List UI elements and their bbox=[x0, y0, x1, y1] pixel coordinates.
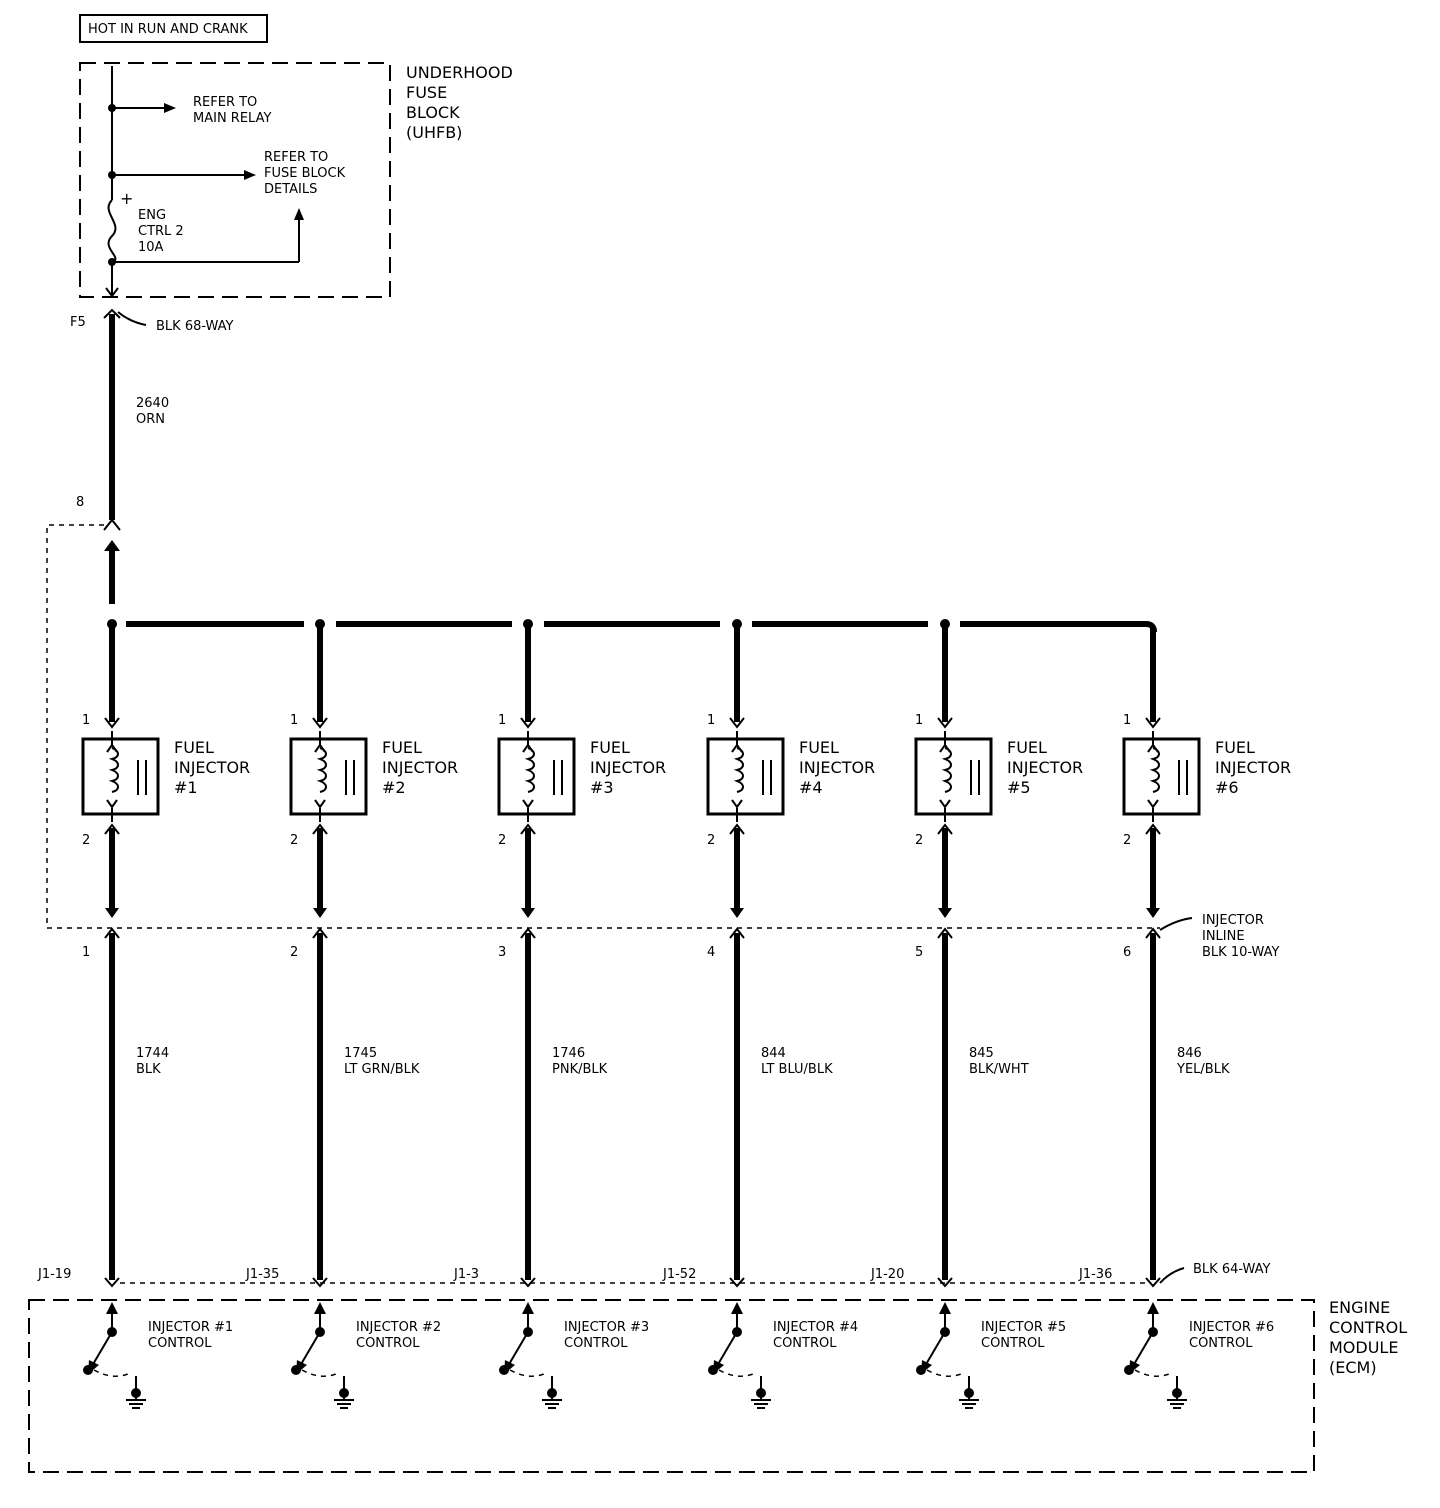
injector-5-driver-switch bbox=[916, 1302, 979, 1409]
ecm-connector-label: BLK 64-WAY bbox=[1193, 1262, 1271, 1277]
injector-3-pin-in: 1 bbox=[498, 713, 506, 728]
ecm-pin-3: J1-3 bbox=[453, 1267, 479, 1282]
inline-pin-3: 3 bbox=[498, 945, 506, 960]
engine-control-module: ENGINE CONTROL MODULE (ECM) bbox=[28, 1298, 1412, 1473]
ecm-pin-4: J1-52 bbox=[662, 1267, 696, 1282]
ecm-pin-6: J1-36 bbox=[1078, 1267, 1112, 1282]
power-source-label: HOT IN RUN AND CRANK bbox=[88, 22, 248, 37]
injector-4-pin-out: 2 bbox=[707, 833, 715, 848]
inline-connector-label: INJECTOR INLINE BLK 10-WAY bbox=[1202, 913, 1280, 960]
ecm-pin-5: J1-20 bbox=[870, 1267, 904, 1282]
power-source-header: HOT IN RUN AND CRANK bbox=[79, 14, 268, 43]
fuel-injector-4-symbol bbox=[706, 731, 785, 822]
inline-pin-6: 6 bbox=[1123, 945, 1131, 960]
fuel-injector-3-symbol bbox=[497, 731, 576, 822]
fuse-block-connector: BLK 68-WAY bbox=[156, 319, 234, 334]
inline-pin-5: 5 bbox=[915, 945, 923, 960]
fuel-injector-6-symbol bbox=[1122, 731, 1201, 822]
injector-2-pin-in: 1 bbox=[290, 713, 298, 728]
refer-fuse-details-note: REFER TO FUSE BLOCK DETAILS bbox=[264, 150, 349, 197]
injector-6-driver-switch bbox=[1124, 1302, 1187, 1409]
feed-wire-label: 2640 ORN bbox=[136, 396, 173, 427]
injector-2-pin-out: 2 bbox=[290, 833, 298, 848]
inline-pin-4: 4 bbox=[707, 945, 715, 960]
injector-2-driver-switch bbox=[291, 1302, 354, 1409]
fuse-block-pin: F5 bbox=[70, 315, 86, 330]
fuse-polarity: + bbox=[120, 189, 133, 208]
fuse-block-title: UNDERHOOD FUSE BLOCK (UHFB) bbox=[406, 63, 518, 142]
injector-3-pin-out: 2 bbox=[498, 833, 506, 848]
injector-6-pin-out: 2 bbox=[1123, 833, 1131, 848]
inline-pin-1: 1 bbox=[82, 945, 90, 960]
ecm-pin-2: J1-35 bbox=[245, 1267, 279, 1282]
splice-pin: 8 bbox=[76, 495, 84, 510]
injector-1-pin-in: 1 bbox=[82, 713, 90, 728]
injector-5-pin-in: 1 bbox=[915, 713, 923, 728]
fuse-symbol bbox=[107, 199, 117, 263]
injector-3-driver-switch bbox=[499, 1302, 562, 1409]
underhood-fuse-block: UNDERHOOD FUSE BLOCK (UHFB) REFER TO MAI… bbox=[79, 62, 518, 298]
fuel-injector-5-symbol bbox=[914, 731, 993, 822]
refer-main-relay-note: REFER TO MAIN RELAY bbox=[193, 95, 271, 126]
ecm-title: ENGINE CONTROL MODULE (ECM) bbox=[1329, 1298, 1412, 1377]
injector-4-driver-switch bbox=[708, 1302, 771, 1409]
injector-1-pin-out: 2 bbox=[82, 833, 90, 848]
inline-pin-2: 2 bbox=[290, 945, 298, 960]
injector-harness-outline bbox=[46, 524, 1160, 929]
ecm-pin-1: J1-19 bbox=[37, 1267, 71, 1282]
injector-1-driver-switch bbox=[83, 1302, 146, 1409]
fuel-injector-1-symbol bbox=[81, 731, 160, 822]
injector-5-pin-out: 2 bbox=[915, 833, 923, 848]
injector-bus bbox=[107, 619, 1157, 633]
fuel-injector-2-symbol bbox=[289, 731, 368, 822]
injector-4-pin-in: 1 bbox=[707, 713, 715, 728]
injector-6-pin-in: 1 bbox=[1123, 713, 1131, 728]
fuse-label: ENG CTRL 2 10A bbox=[138, 208, 188, 255]
